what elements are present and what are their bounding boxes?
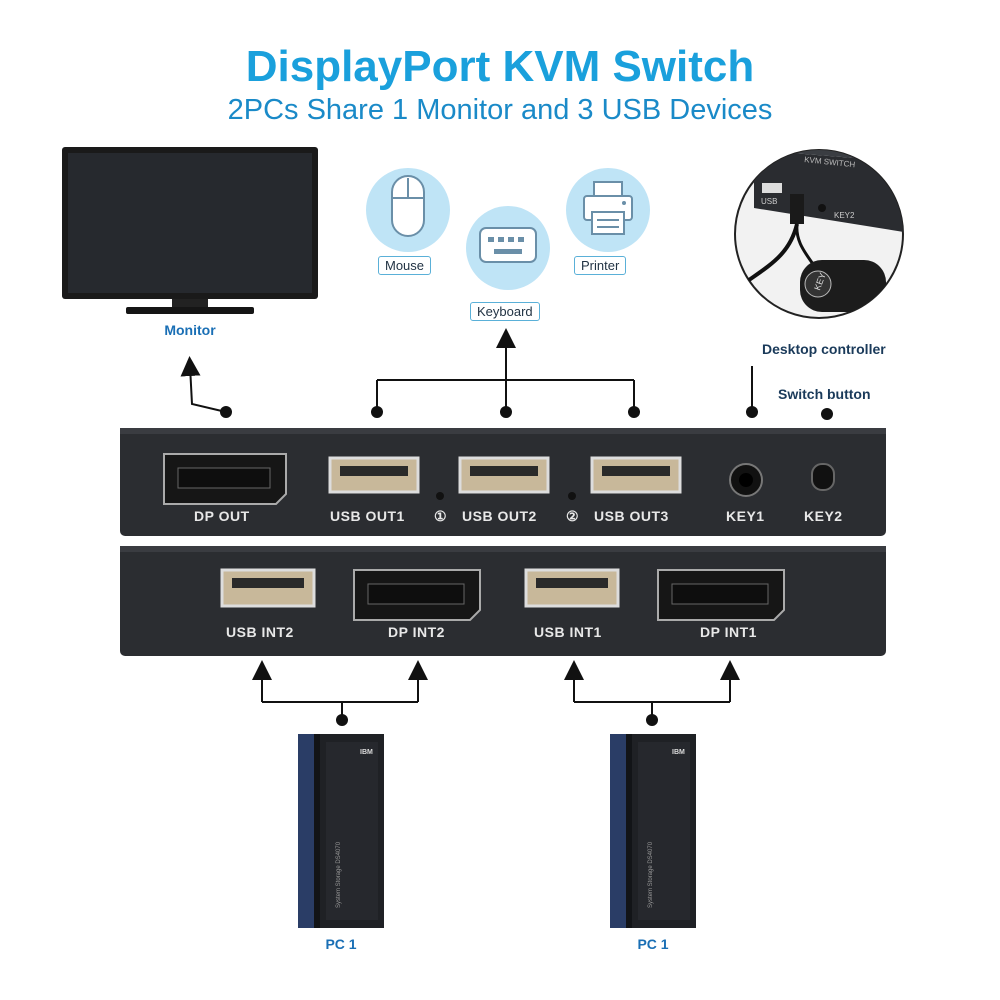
keyboard-label: Keyboard <box>470 302 540 321</box>
dp-int1-label: DP INT1 <box>700 624 757 640</box>
pc-left-brand: IBM <box>360 749 373 756</box>
page-subtitle: 2PCs Share 1 Monitor and 3 USB Devices <box>227 94 773 126</box>
printer-label: Printer <box>574 256 627 275</box>
switch-button-label: Switch button <box>778 386 871 402</box>
pc-right-image: IBM System Storage DS4070 <box>610 734 696 928</box>
controller-port-text: USB <box>761 197 777 206</box>
led2-label: ② <box>566 508 580 524</box>
mouse-icon <box>391 175 425 237</box>
pc-left-label: PC 1 <box>325 936 357 952</box>
page-title: DisplayPort KVM Switch <box>245 42 755 91</box>
usb-out2-label: USB OUT2 <box>462 508 537 524</box>
desktop-controller-image: KVM SWITCH USB KEY2 KEY <box>734 149 904 319</box>
pc-left-model: System Storage DS4070 <box>336 841 342 908</box>
printer-icon <box>583 181 633 235</box>
monitor-image <box>62 147 318 314</box>
pc-right-label: PC 1 <box>637 936 669 952</box>
key2-label: KEY2 <box>804 508 843 524</box>
keyboard-icon <box>479 227 537 263</box>
led1-label: ① <box>434 508 448 524</box>
monitor-label: Monitor <box>164 322 216 338</box>
mouse-label: Mouse <box>378 256 432 275</box>
dp-int2-label: DP INT2 <box>388 624 445 640</box>
kvm-back-panel <box>120 546 886 656</box>
pc-left-image: IBM System Storage DS4070 <box>298 734 384 928</box>
desktop-controller-label: Desktop controller <box>762 341 886 357</box>
usb-out1-label: USB OUT1 <box>330 508 405 524</box>
dp-out-label: DP OUT <box>194 508 250 524</box>
usb-int1-label: USB INT1 <box>534 624 602 640</box>
controller-key2-text: KEY2 <box>834 211 855 220</box>
kvm-front-panel <box>120 428 886 536</box>
pc-right-brand: IBM <box>672 749 685 756</box>
usb-int2-label: USB INT2 <box>226 624 294 640</box>
usb-out3-label: USB OUT3 <box>594 508 669 524</box>
key1-label: KEY1 <box>726 508 765 524</box>
pc-right-model: System Storage DS4070 <box>648 841 654 908</box>
